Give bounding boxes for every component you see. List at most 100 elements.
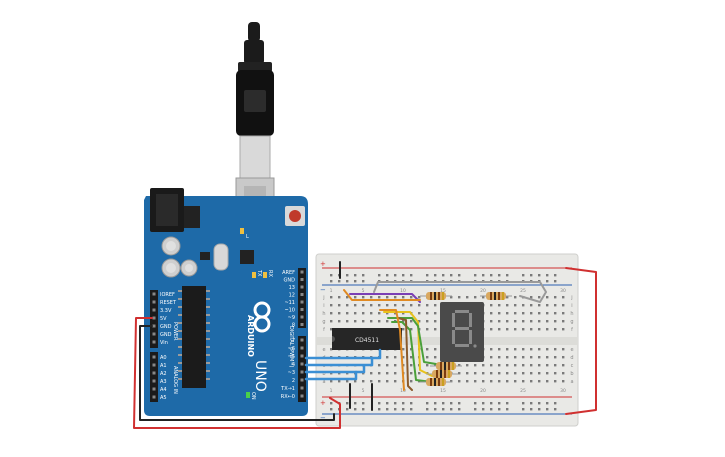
breadboard-hole[interactable] [514, 372, 517, 375]
breadboard-hole[interactable] [530, 328, 533, 331]
breadboard-hole[interactable] [554, 320, 557, 323]
breadboard-hole[interactable] [498, 372, 501, 375]
breadboard-hole[interactable] [530, 304, 533, 307]
breadboard-hole[interactable] [522, 328, 525, 331]
rail-hole[interactable] [362, 274, 365, 277]
breadboard-hole[interactable] [506, 356, 509, 359]
rail-hole[interactable] [546, 408, 549, 411]
breadboard-hole[interactable] [514, 356, 517, 359]
breadboard-hole[interactable] [546, 348, 549, 351]
breadboard-hole[interactable] [426, 356, 429, 359]
breadboard-hole[interactable] [562, 348, 565, 351]
breadboard-hole[interactable] [538, 296, 541, 299]
resistor[interactable] [420, 292, 452, 300]
breadboard-hole[interactable] [554, 304, 557, 307]
breadboard-hole[interactable] [498, 312, 501, 315]
header-pin[interactable] [152, 395, 156, 399]
breadboard-hole[interactable] [330, 312, 333, 315]
breadboard-hole[interactable] [426, 320, 429, 323]
breadboard-hole[interactable] [482, 364, 485, 367]
analog-header[interactable] [150, 352, 158, 402]
breadboard-hole[interactable] [498, 364, 501, 367]
breadboard-hole[interactable] [498, 348, 501, 351]
breadboard-hole[interactable] [530, 312, 533, 315]
breadboard-hole[interactable] [490, 372, 493, 375]
header-pin[interactable] [300, 323, 304, 326]
breadboard-hole[interactable] [554, 356, 557, 359]
breadboard-hole[interactable] [522, 356, 525, 359]
breadboard-hole[interactable] [490, 328, 493, 331]
breadboard-hole[interactable] [434, 348, 437, 351]
breadboard-hole[interactable] [530, 296, 533, 299]
breadboard-hole[interactable] [554, 372, 557, 375]
breadboard-hole[interactable] [546, 364, 549, 367]
breadboard-hole[interactable] [330, 320, 333, 323]
breadboard-hole[interactable] [562, 296, 565, 299]
rail-hole[interactable] [362, 280, 365, 283]
header-pin[interactable] [152, 332, 156, 336]
breadboard-hole[interactable] [522, 348, 525, 351]
breadboard-hole[interactable] [506, 348, 509, 351]
header-pin[interactable] [152, 387, 156, 391]
rail-hole[interactable] [474, 408, 477, 411]
breadboard-hole[interactable] [330, 296, 333, 299]
breadboard-hole[interactable] [506, 296, 509, 299]
rail-hole[interactable] [546, 274, 549, 277]
header-pin[interactable] [152, 324, 156, 328]
header-pin[interactable] [300, 293, 304, 296]
breadboard-hole[interactable] [466, 364, 469, 367]
breadboard-hole[interactable] [434, 304, 437, 307]
breadboard-hole[interactable] [506, 312, 509, 315]
breadboard-hole[interactable] [514, 312, 517, 315]
breadboard-hole[interactable] [370, 296, 373, 299]
rail-hole[interactable] [530, 408, 533, 411]
rail-hole[interactable] [522, 274, 525, 277]
breadboard-hole[interactable] [418, 304, 421, 307]
breadboard-hole[interactable] [346, 304, 349, 307]
rail-hole[interactable] [490, 274, 493, 277]
breadboard-hole[interactable] [514, 380, 517, 383]
rail-hole[interactable] [450, 402, 453, 405]
breadboard-hole[interactable] [386, 364, 389, 367]
rail-hole[interactable] [450, 274, 453, 277]
breadboard-hole[interactable] [458, 372, 461, 375]
breadboard-hole[interactable] [514, 328, 517, 331]
breadboard-hole[interactable] [506, 364, 509, 367]
rail-hole[interactable] [554, 408, 557, 411]
rail-hole[interactable] [498, 402, 501, 405]
breadboard-hole[interactable] [522, 372, 525, 375]
breadboard-hole[interactable] [338, 304, 341, 307]
digital-header-top[interactable] [298, 268, 306, 328]
breadboard-hole[interactable] [546, 304, 549, 307]
rail-hole[interactable] [410, 402, 413, 405]
breadboard-hole[interactable] [354, 296, 357, 299]
header-pin[interactable] [300, 378, 304, 382]
breadboard-hole[interactable] [346, 296, 349, 299]
rail-hole[interactable] [330, 280, 333, 283]
breadboard-hole[interactable] [522, 380, 525, 383]
breadboard-hole[interactable] [538, 356, 541, 359]
rail-hole[interactable] [442, 408, 445, 411]
rail-hole[interactable] [354, 408, 357, 411]
breadboard-hole[interactable] [378, 304, 381, 307]
rail-hole[interactable] [354, 402, 357, 405]
breadboard-hole[interactable] [410, 380, 413, 383]
rail-hole[interactable] [330, 408, 333, 411]
breadboard-hole[interactable] [514, 364, 517, 367]
breadboard-hole[interactable] [554, 328, 557, 331]
rail-hole[interactable] [522, 402, 525, 405]
breadboard-hole[interactable] [546, 380, 549, 383]
header-pin[interactable] [300, 346, 304, 350]
breadboard-hole[interactable] [466, 372, 469, 375]
header-pin[interactable] [152, 363, 156, 367]
header-pin[interactable] [152, 355, 156, 359]
breadboard-hole[interactable] [506, 380, 509, 383]
rail-hole[interactable] [434, 408, 437, 411]
breadboard-hole[interactable] [330, 328, 333, 331]
breadboard-hole[interactable] [562, 304, 565, 307]
header-pin[interactable] [152, 316, 156, 320]
breadboard-hole[interactable] [458, 380, 461, 383]
breadboard-hole[interactable] [482, 372, 485, 375]
breadboard-hole[interactable] [378, 312, 381, 315]
rail-hole[interactable] [410, 408, 413, 411]
